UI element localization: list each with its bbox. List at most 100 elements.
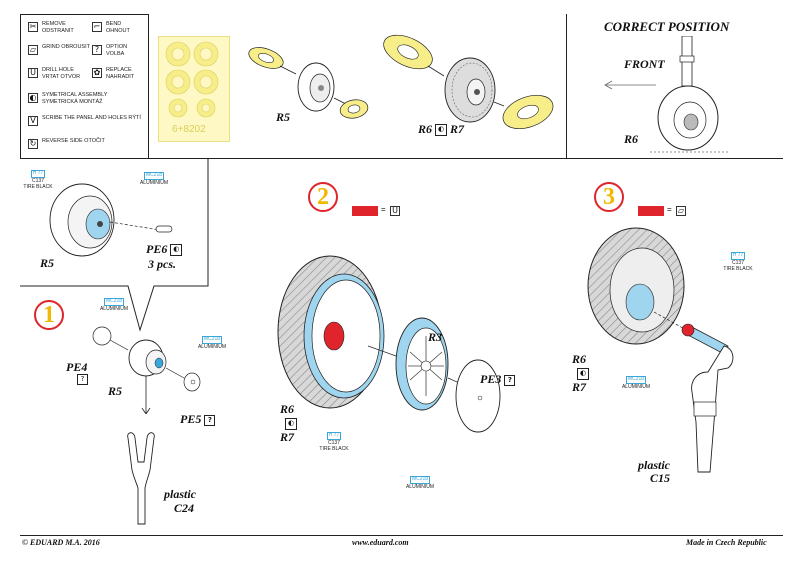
step1-code-b-name: ALUMINIUM: [197, 343, 227, 350]
step3-tire-black-code: H 77 C137 TIRE BLACK: [718, 252, 758, 272]
correct-position-divider: [566, 14, 567, 159]
remove-icon: ✂: [28, 22, 38, 32]
symmetrical-assembly-icon: ◐: [577, 368, 589, 380]
step2-red-swatch: [352, 206, 378, 216]
legend-option-text: OPTION VOLBA: [106, 44, 128, 57]
legend-replace-text: REPLACE NAHRADIT: [106, 67, 135, 80]
step2-r7-label: R7: [280, 430, 295, 444]
step1-code-a-name: ALUMINIUM: [99, 305, 129, 312]
step1-pe5-label: PE5?: [180, 412, 216, 427]
step3-aluminium-code: MC218 ALUMINIUM: [614, 376, 658, 390]
step3-alu-code-name: ALUMINIUM: [621, 383, 651, 390]
step2-tire-code-box: H 77: [326, 432, 342, 440]
mask-sheet: [158, 36, 230, 142]
footer-website[interactable]: www.eduard.com: [352, 538, 409, 547]
step2-tire-black-code: H 77 C137 TIRE BLACK: [314, 432, 354, 452]
header-divider: [20, 158, 783, 159]
step3-tire-code-box: H 77: [730, 252, 746, 260]
footer-copyright: © EDUARD M.A. 2016: [22, 538, 100, 547]
step1-pe5: PE5: [180, 412, 202, 426]
step1-aluminium-code-a: MC218 ALUMINIUM: [94, 298, 134, 312]
option-icon: ?: [204, 414, 216, 426]
step1-plastic-label: plastic: [164, 487, 196, 501]
step3-c15-label: C15: [650, 471, 671, 485]
header-r7: R7: [450, 122, 465, 136]
grind-icon: ▱: [28, 45, 38, 55]
bend-icon: ⌐: [92, 22, 102, 32]
inset-alu-code-box: MC218: [143, 172, 165, 180]
step-1-number: 1: [34, 300, 64, 330]
legend-grind-text: GRIND OBROUSIT: [42, 44, 90, 50]
step2-pe3-label: PE3?: [480, 372, 516, 387]
footer-divider: [20, 535, 783, 536]
inset-wheel-r5: [49, 183, 173, 257]
inset-r5-label: R5: [40, 256, 55, 270]
option-icon: ?: [92, 45, 102, 55]
option-icon: ?: [77, 374, 88, 385]
symmetrical-assembly-icon: ◐: [285, 418, 297, 430]
step3-plastic-label: plastic: [638, 458, 670, 472]
step2-eq: =: [381, 205, 386, 214]
option-icon: ?: [504, 374, 516, 386]
step1-aluminium-code-b: MC218 ALUMINIUM: [190, 336, 234, 350]
step3-eq: =: [667, 205, 672, 214]
front-label: FRONT: [624, 57, 665, 71]
legend-drill-text: DRILL HOLE VRTAT OTVOR: [42, 67, 81, 80]
header-r6: R6: [418, 122, 433, 136]
step2-aluminium-code: MC218 ALUMINIUM: [398, 476, 442, 490]
step2-tire-code-num: C137: [328, 439, 340, 446]
inset-callout-frame: [20, 158, 209, 332]
replace-icon: ✿: [92, 68, 102, 78]
mask-sheet-label: 6+8202: [172, 124, 206, 135]
step2-alu-code-box: MC218: [409, 476, 431, 484]
footer-made-in: Made in Czech Republic: [686, 538, 767, 547]
step1-assembly-diagram: [92, 326, 201, 414]
step-3-number: 3: [594, 182, 624, 212]
step1-pe4-label: PE4: [66, 360, 88, 374]
symmetrical-assembly-icon: ◐: [28, 93, 38, 103]
correct-position-r6-label: R6: [624, 132, 639, 146]
step3-red-swatch: [638, 206, 664, 216]
step3-wheel-and-strut: [587, 227, 734, 473]
legend-bend-text: BEND OHNOUT: [106, 21, 130, 34]
symmetrical-assembly-icon: ◐: [435, 124, 448, 137]
inset-pe6: PE6: [146, 242, 168, 256]
step2-tire-code-name: TIRE BLACK: [319, 445, 349, 452]
legend-reverse-text: REVERSE SIDE OTOČIT: [42, 138, 105, 144]
inset-tire-code-name: TIRE BLACK: [23, 183, 53, 190]
drill-hole-icon: U: [28, 68, 38, 78]
scribe-icon: V: [28, 116, 38, 126]
step-2-number: 2: [308, 182, 338, 212]
step2-alu-code-name: ALUMINIUM: [405, 483, 435, 490]
step1-c24-label: C24: [174, 501, 195, 515]
grind-icon: ▱: [676, 206, 686, 216]
step2-wheel-assembly: [277, 255, 501, 433]
step3-tire-code-num: C137: [732, 259, 744, 266]
step1-fork-c24: [127, 432, 155, 525]
r6-r7-wheel-diagram: [383, 34, 554, 130]
step3-r6-label: R6: [572, 352, 587, 366]
reverse-side-icon: ↻: [28, 139, 38, 149]
step2-r3-label: R3: [428, 330, 443, 344]
inset-alu-code-name: ALUMINIUM: [139, 179, 169, 186]
step3-r7-label: R7: [572, 380, 587, 394]
header-r6-r7-label: R6◐R7: [418, 122, 464, 137]
inset-aluminium-code: MC218 ALUMINIUM: [134, 172, 174, 186]
step1-r5-label: R5: [108, 384, 123, 398]
step3-tire-code-name: TIRE BLACK: [723, 265, 753, 272]
legend-scribe-text: SCRIBE THE PANEL AND HOLES RÝTÍ: [42, 115, 141, 121]
legend-remove-text: REMOVE ODSTRANIT: [42, 21, 74, 34]
correct-position-wheel: [650, 36, 730, 153]
symmetrical-assembly-icon: ◐: [170, 244, 183, 257]
front-arrow: [604, 80, 656, 90]
inset-pe6-count: 3 pcs.: [148, 257, 176, 271]
legend-panel: [20, 14, 149, 159]
step2-r6-label: R6: [280, 402, 295, 416]
inset-pe6-label: PE6◐: [146, 242, 185, 257]
inset-tire-code-num: C137: [32, 177, 44, 184]
step1-code-a-box: MC218: [103, 298, 125, 306]
step2-pe3: PE3: [480, 372, 502, 386]
step3-alu-code-box: MC218: [625, 376, 647, 384]
inset-tire-code-box: H 77: [30, 170, 46, 178]
correct-position-title: CORRECT POSITION: [604, 19, 730, 34]
